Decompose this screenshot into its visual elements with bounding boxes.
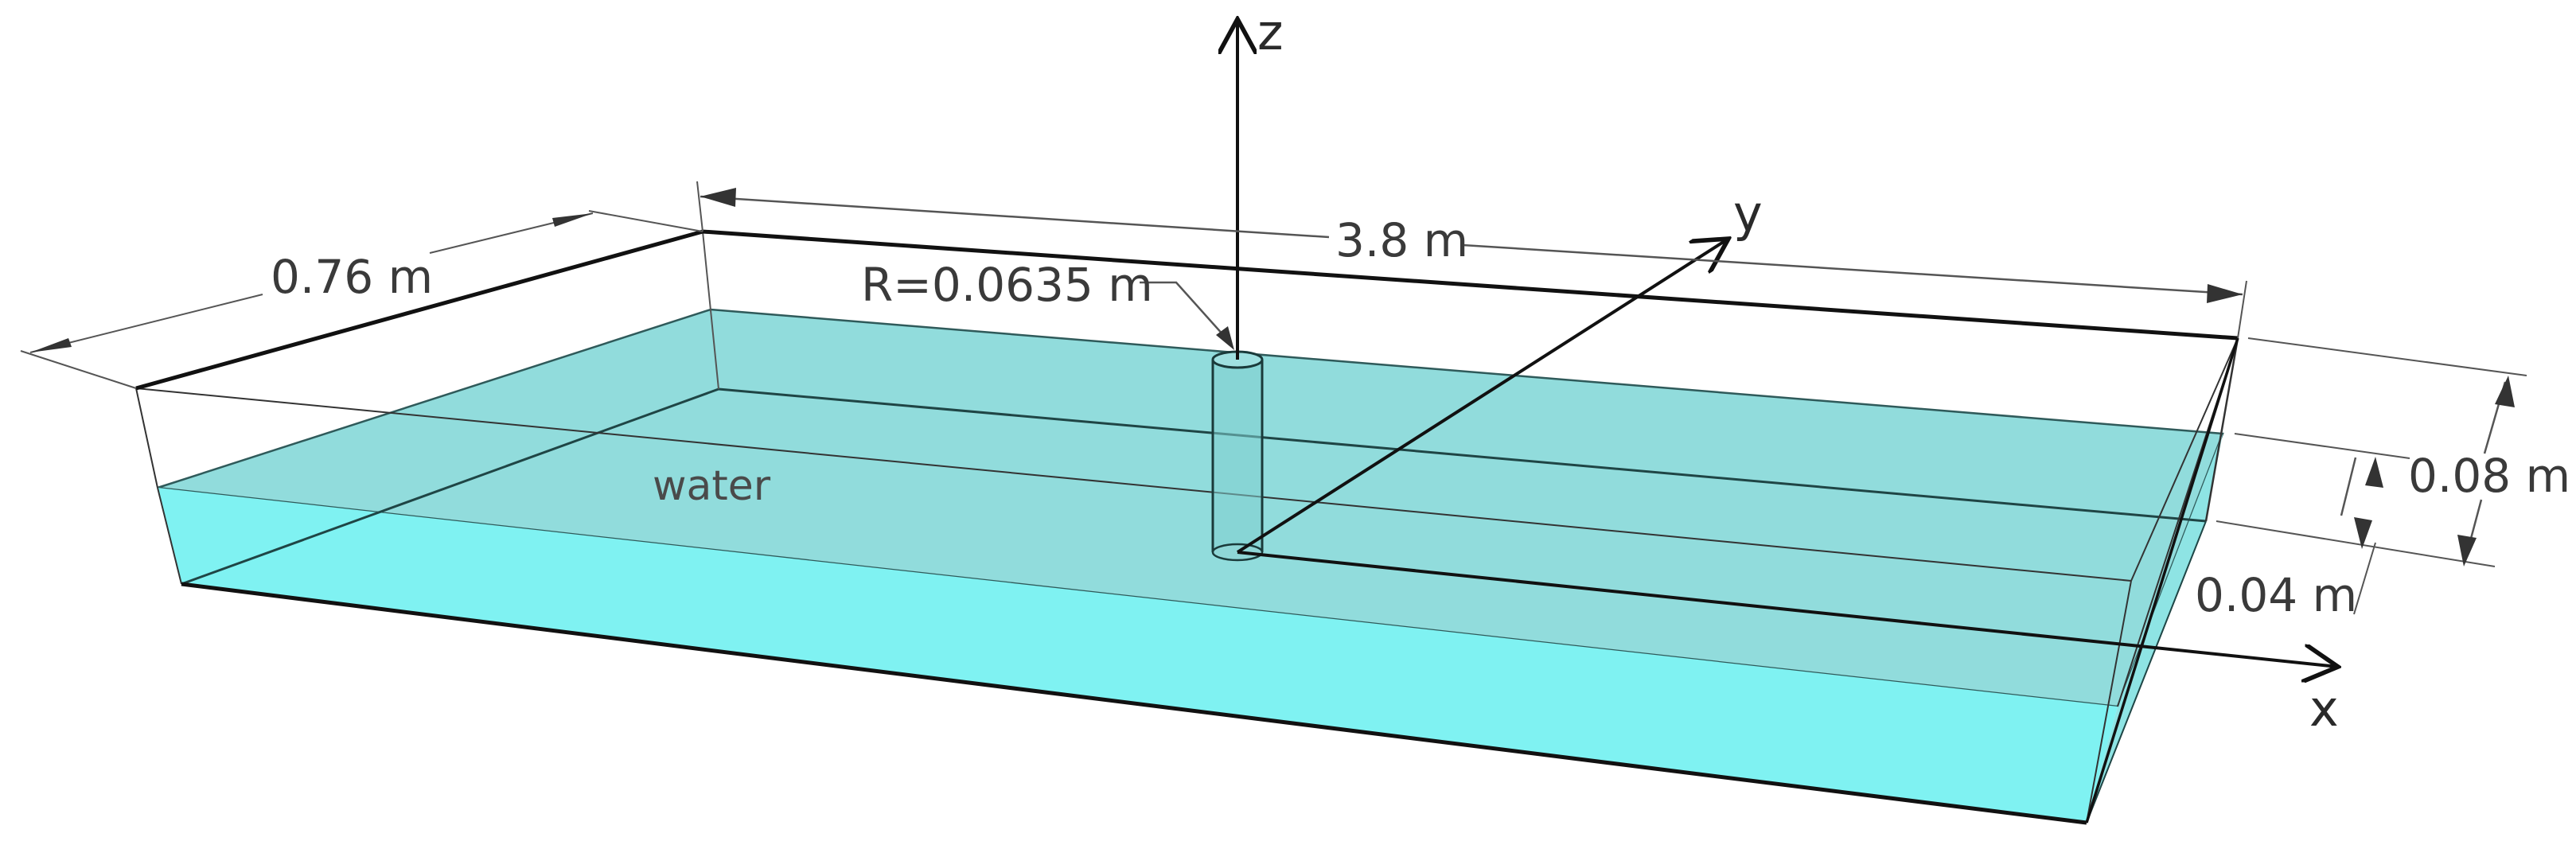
tank-wall-back-left bbox=[702, 231, 719, 390]
water-label: water bbox=[653, 462, 771, 510]
tank-right-inner-lower bbox=[2086, 580, 2132, 824]
y-axis bbox=[1236, 239, 1728, 554]
tank-front-top-diag bbox=[135, 387, 2132, 582]
height-label: 0.08 m bbox=[2408, 449, 2570, 503]
y-axis-label: y bbox=[1733, 185, 1763, 243]
tank-right-inner bbox=[2130, 337, 2239, 582]
water-front-face bbox=[158, 488, 2118, 823]
depth-label: 0.04 m bbox=[2195, 568, 2357, 622]
length-dimension bbox=[696, 181, 2247, 339]
bottom-back-long-edge bbox=[718, 387, 2207, 523]
width-label: 0.76 m bbox=[271, 250, 433, 304]
depth-dimension bbox=[2234, 433, 2410, 615]
tank-outline-bottom-right bbox=[2085, 337, 2239, 824]
z-axis-label: z bbox=[1257, 3, 1284, 61]
radius-label: R=0.0635 m bbox=[861, 258, 1153, 312]
bottom-right-edge bbox=[2086, 520, 2207, 824]
tank-wall-left-front bbox=[157, 487, 182, 585]
x-axis-label: x bbox=[2309, 680, 2339, 738]
length-label: 3.8 m bbox=[1335, 213, 1468, 267]
height-dimension bbox=[2216, 337, 2527, 567]
radius-leader bbox=[1140, 281, 1234, 350]
x-axis bbox=[1237, 551, 2338, 667]
bottom-back-edge bbox=[181, 387, 719, 586]
tank-wall-right-front-upper bbox=[2204, 337, 2239, 522]
width-dimension bbox=[20, 210, 703, 389]
tank-outline-bottom-front bbox=[181, 582, 2087, 825]
cylinder bbox=[1211, 350, 1264, 562]
tank-wall-left-back bbox=[135, 387, 158, 489]
water-side-face bbox=[2087, 434, 2223, 823]
